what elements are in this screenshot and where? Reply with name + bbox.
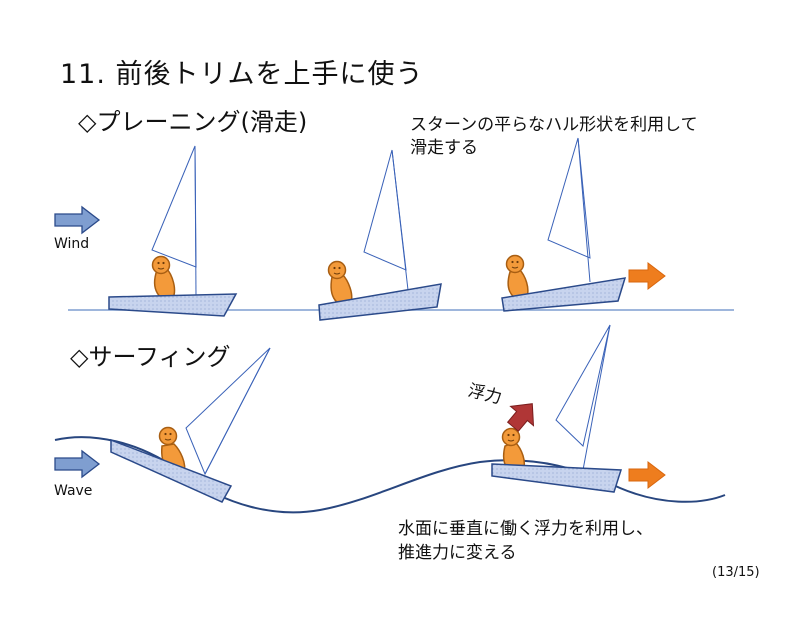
planing-boat-fast [501, 137, 627, 312]
hull [491, 463, 623, 493]
wind-arrow-icon [54, 205, 101, 235]
mast [194, 145, 197, 297]
surfing-heading: ◇サーフィング [70, 343, 231, 371]
buoyancy-arrow-icon [506, 403, 535, 432]
mast [582, 324, 611, 471]
sail [547, 137, 591, 259]
sailor [151, 255, 176, 301]
surfing-boat-descending [110, 347, 271, 503]
mast [577, 137, 591, 283]
wave-curve [54, 436, 726, 514]
sail [151, 145, 197, 268]
planing-note-line2: 滑走する [410, 138, 478, 158]
hull [318, 283, 442, 321]
sail [185, 347, 271, 476]
hull [501, 277, 627, 312]
sail [363, 149, 407, 271]
surfing-note-line2: 推進力に変える [398, 543, 517, 563]
wind-label: Wind [54, 236, 90, 252]
speed-arrow-icon [628, 460, 666, 490]
sailor [327, 260, 353, 307]
surfing-note: 水面に垂直に働く浮力を利用し、 推進力に変える [398, 517, 698, 565]
wave-arrow-icon [54, 449, 101, 479]
planing-note-line1: スターンの平らなハル形状を利用して [410, 115, 698, 135]
planing-note: スターンの平らなハル形状を利用して 滑走する [410, 114, 740, 160]
mast [204, 347, 271, 475]
hull [108, 293, 238, 317]
slide-title: 11. 前後トリムを上手に使う [60, 59, 424, 90]
surfing-note-line1: 水面に垂直に働く浮力を利用し、 [398, 519, 653, 539]
speed-arrow-icon [628, 261, 666, 291]
planing-boat-bow-up [318, 149, 442, 321]
sailor [505, 254, 529, 301]
mast [391, 149, 409, 291]
hull [110, 438, 233, 503]
surfing-boat-riding [491, 324, 623, 493]
wave-label: Wave [54, 483, 93, 499]
planing-heading: ◇プレーニング(滑走) [78, 108, 308, 136]
planing-boat-flat [108, 145, 238, 317]
sail [555, 324, 611, 447]
page-number: (13/15) [712, 565, 760, 580]
